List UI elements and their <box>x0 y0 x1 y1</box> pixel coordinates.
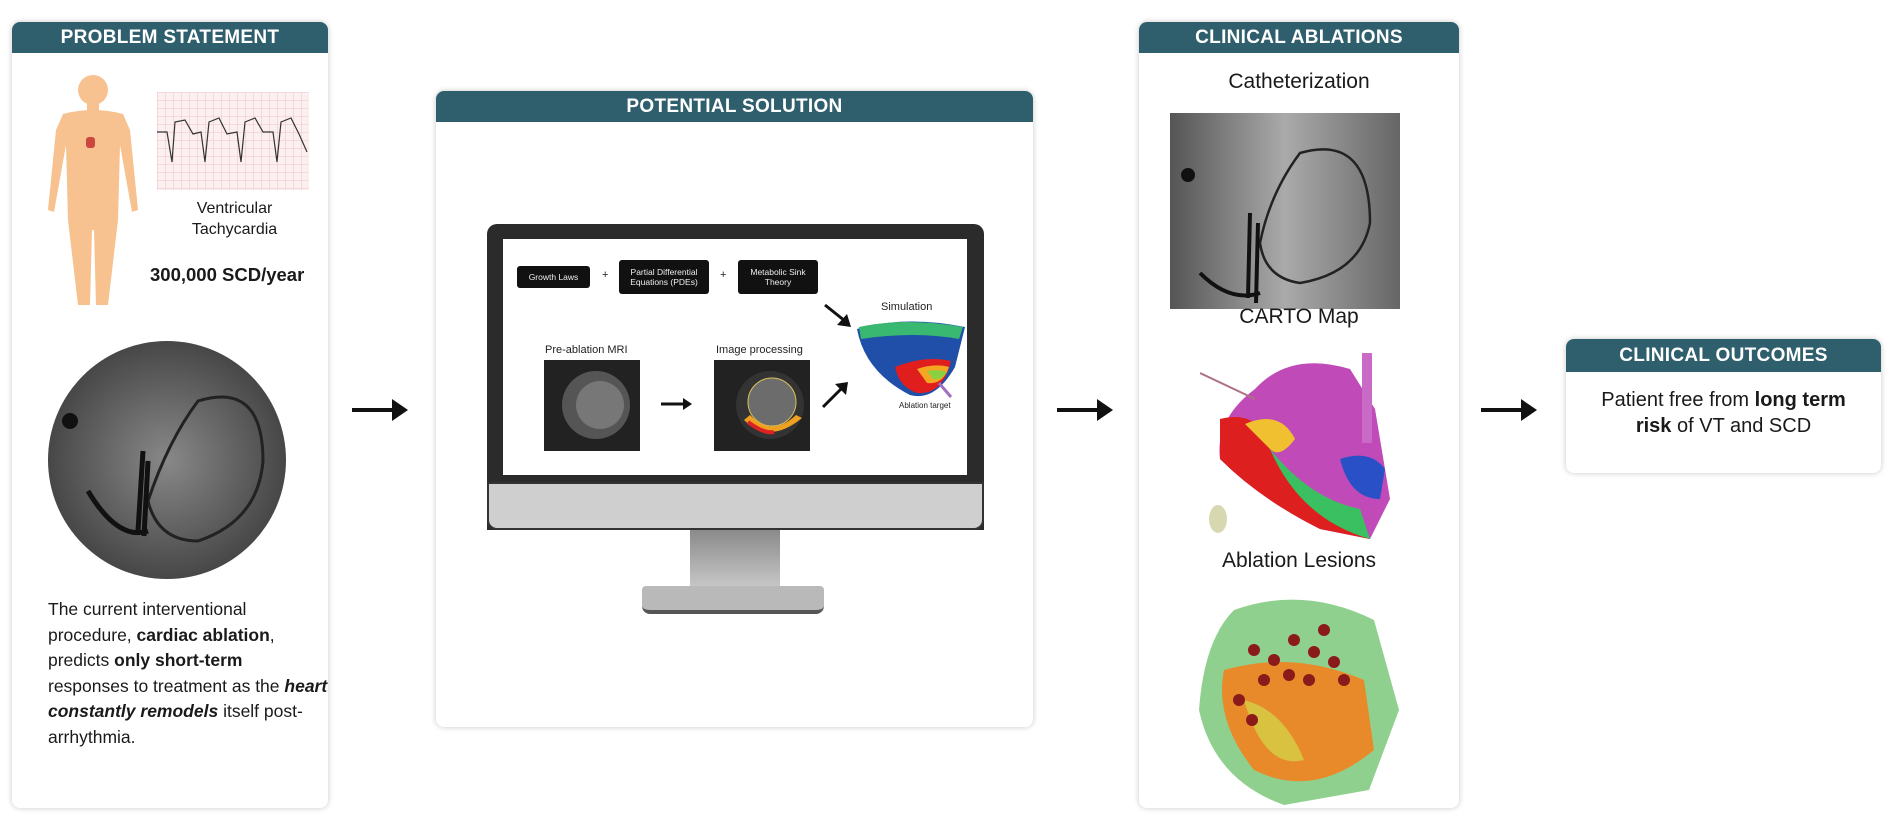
human-body-icon <box>48 75 138 305</box>
scd-stat: 300,000 SCD/year <box>150 264 305 285</box>
para-text: itself post-arrhythmia. <box>48 701 303 747</box>
ablation-lesions-image <box>1199 599 1399 805</box>
monitor-base <box>642 586 824 614</box>
image-processing-label: Image processing <box>716 344 803 356</box>
arrow-right-icon <box>1057 399 1113 421</box>
ecg-caption: Ventricular Tachycardia <box>152 198 317 240</box>
para-bold-cardiac-ablation: cardiac ablation <box>136 624 270 645</box>
potential-solution-header: POTENTIAL SOLUTION <box>436 91 1033 122</box>
arrow-right-icon <box>1481 399 1537 421</box>
metabolic-sink-box: Metabolic Sink Theory <box>738 260 818 294</box>
arrow-diagonal-down-icon <box>824 303 851 327</box>
para-bold-italic-remodels: heart constantly remodels <box>48 675 328 722</box>
processed-image <box>714 360 810 451</box>
outcome-bold-long-term-risk: long term risk <box>1635 389 1846 437</box>
monitor-screen: Growth Laws + Partial Differential Equat… <box>503 239 967 475</box>
plus-sign: + <box>720 269 727 281</box>
simulation-label: Simulation <box>881 301 933 313</box>
para-text: The current interventional procedure, <box>48 599 247 645</box>
simulation-heart <box>857 321 965 398</box>
catheterization-image <box>1170 113 1400 309</box>
heart-icon <box>86 137 95 148</box>
carto-map-caption: CARTO Map <box>1239 305 1359 328</box>
catheterization-caption: Catheterization <box>1228 70 1370 93</box>
mri-image <box>544 360 640 451</box>
problem-description: The current interventional procedure, ca… <box>48 597 328 750</box>
pdes-box: Partial Differential Equations (PDEs) <box>619 260 709 294</box>
arrow-diagonal-up-icon <box>821 382 848 409</box>
outcome-text: Patient free from long term risk of VT a… <box>1586 387 1861 439</box>
growth-laws-box: Growth Laws <box>517 266 590 288</box>
clinical-outcomes-panel: CLINICAL OUTCOMES Patient free from long… <box>1566 339 1881 473</box>
arrow-right-icon <box>352 399 408 421</box>
monitor-chin <box>487 482 984 530</box>
outcome-text-part: Patient free from <box>1601 389 1755 411</box>
arrow-right-icon <box>661 398 692 410</box>
ecg-strip <box>157 92 309 190</box>
ablation-lesions-caption: Ablation Lesions <box>1221 549 1377 572</box>
monitor-neck <box>690 530 780 588</box>
para-text: responses to treatment as the <box>48 675 285 696</box>
outcome-text-part: of VT and SCD <box>1671 415 1812 437</box>
mri-label: Pre-ablation MRI <box>545 344 628 356</box>
fluoroscopy-image <box>48 341 286 579</box>
problem-statement-header: PROBLEM STATEMENT <box>12 22 328 53</box>
clinical-outcomes-header: CLINICAL OUTCOMES <box>1566 339 1881 372</box>
ecg-caption-line1: Ventricular <box>196 200 273 217</box>
clinical-ablations-header: CLINICAL ABLATIONS <box>1139 22 1459 53</box>
clinical-ablations-panel: CLINICAL ABLATIONS Catheterization CARTO… <box>1139 22 1459 808</box>
problem-statement-panel: PROBLEM STATEMENT Ventricular Tachycardi… <box>12 22 328 808</box>
para-bold-short-term: only short-term <box>114 650 243 670</box>
carto-map-image <box>1200 353 1390 539</box>
ecg-caption-line2: Tachycardia <box>191 221 278 238</box>
plus-sign: + <box>602 269 609 281</box>
para-text: , predicts <box>48 624 275 671</box>
ablation-target-label: Ablation target <box>899 401 951 410</box>
